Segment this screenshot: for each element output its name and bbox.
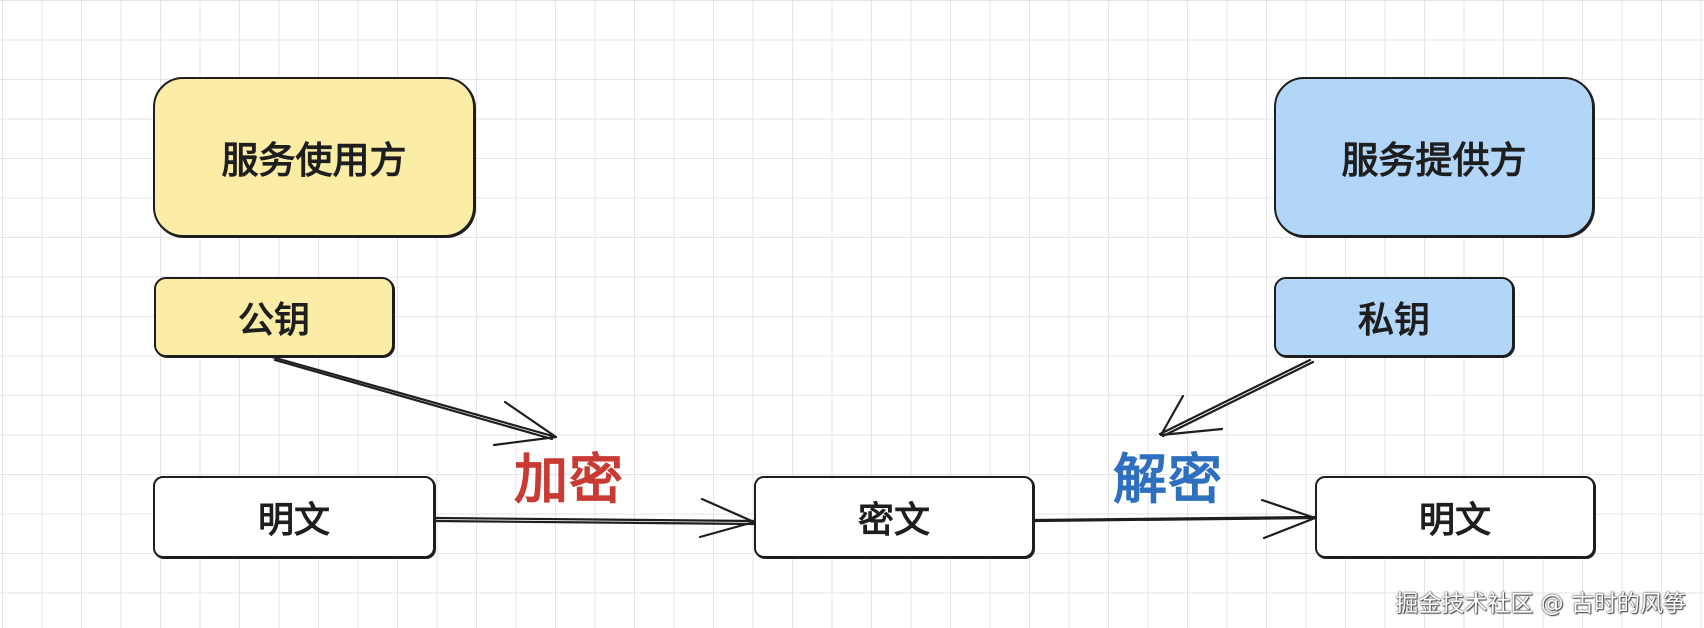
plaintext-left-box: 明文 [153,476,435,558]
encrypt-label: 加密 [514,448,624,511]
plaintext-left-label: 明文 [257,500,330,541]
ciphertext-box: 密文 [754,476,1034,558]
private-key-to-decrypt-arrow [1158,358,1315,438]
plaintext-right-label: 明文 [1418,500,1491,541]
service-consumer-box: 服务使用方 [153,77,475,237]
private-key-label: 私钥 [1357,300,1430,341]
ciphertext-label: 密文 [857,500,930,541]
public-key-box: 公钥 [154,277,394,357]
service-consumer-label: 服务使用方 [221,139,407,182]
public-key-label: 公钥 [237,300,310,341]
plaintext-right-box: 明文 [1315,476,1595,558]
private-key-box: 私钥 [1274,277,1514,357]
decrypt-label: 解密 [1113,448,1223,511]
public-key-to-encrypt-arrow [270,355,558,447]
service-provider-box: 服务提供方 [1274,77,1594,237]
service-provider-label: 服务提供方 [1341,139,1527,182]
watermark: 掘金技术社区 @ 古时的风筝 [1395,591,1686,617]
